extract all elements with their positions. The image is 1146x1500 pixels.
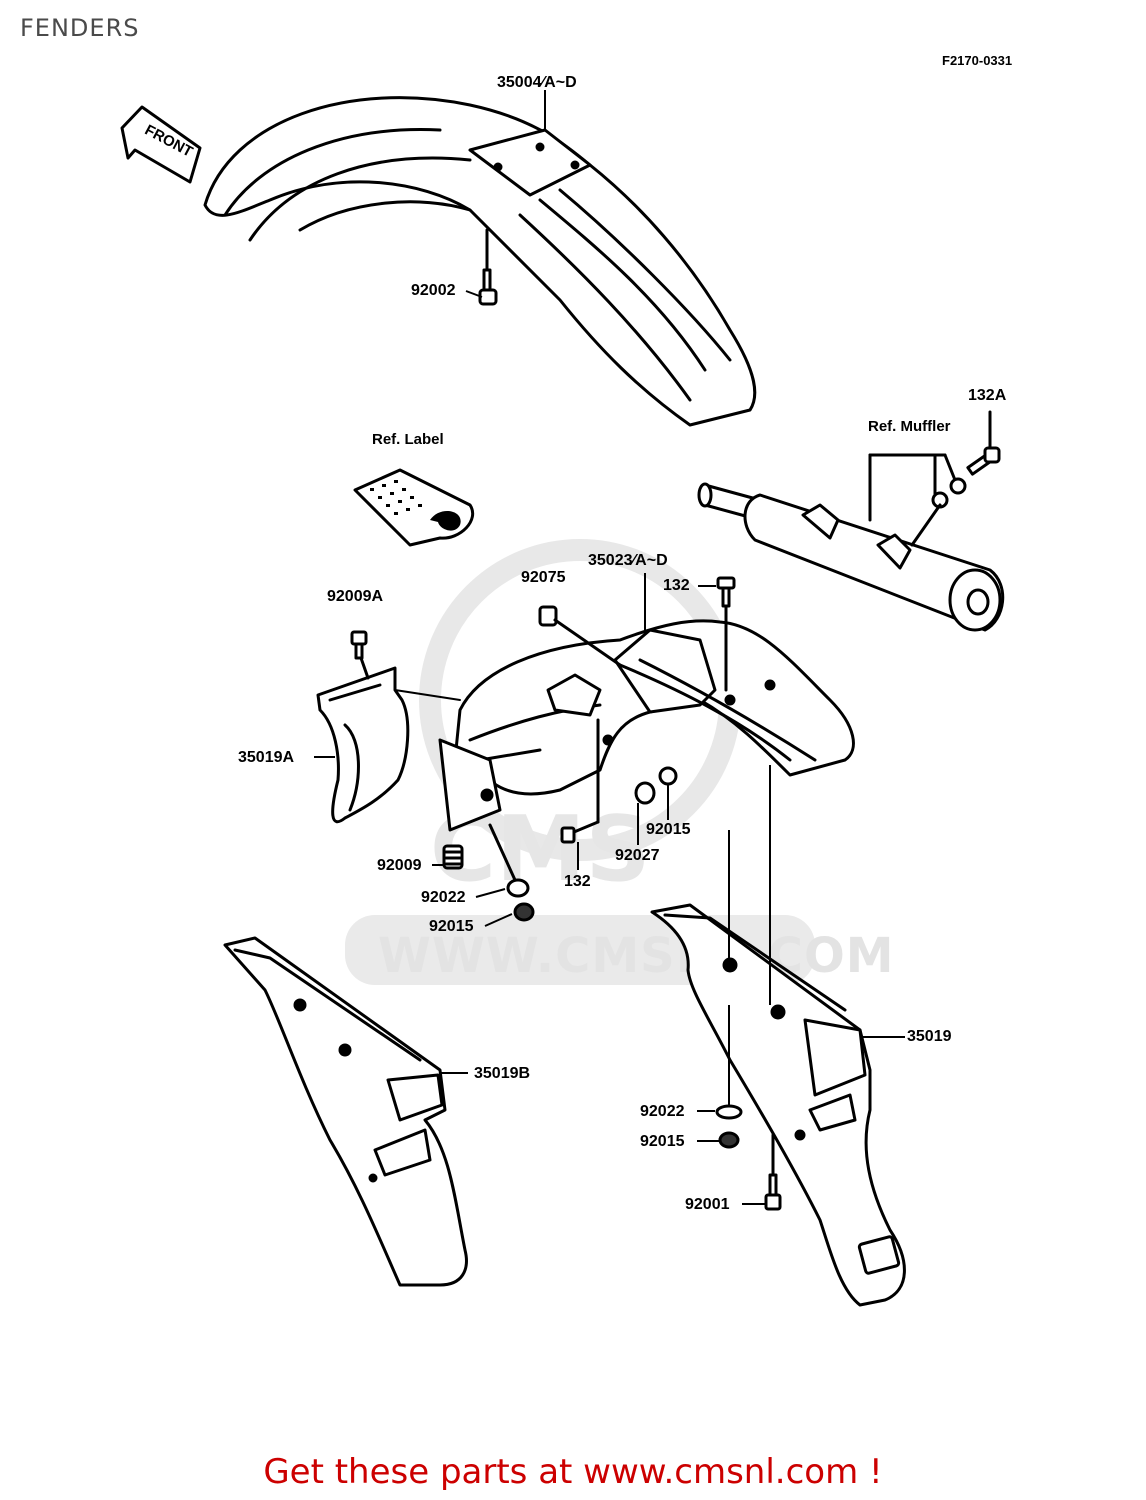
top-bolt-icon xyxy=(716,576,736,692)
rear-flap-left xyxy=(223,936,468,1287)
part-label-35023: 35023⁄A~D xyxy=(588,552,668,569)
nut-mid-icon xyxy=(658,766,678,786)
spring-nut-icon xyxy=(442,844,464,870)
part-label-35019A: 35019A xyxy=(238,749,295,766)
grommet-icon xyxy=(538,605,622,667)
front-fender-bolt-icon xyxy=(478,228,498,306)
page-title: FENDERS xyxy=(20,14,140,42)
part-label-92009: 92009 xyxy=(377,857,422,874)
part-label-92001: 92001 xyxy=(685,1196,730,1213)
watermark-text: WWW.CMSNL.COM xyxy=(378,928,895,984)
muffler xyxy=(697,453,1005,632)
screw-icon xyxy=(350,630,370,680)
muffler-bolt-icon xyxy=(966,410,1001,476)
front-fender xyxy=(203,96,757,427)
ref-label-text: Ref. Label xyxy=(372,431,444,448)
mid-bolt-icon xyxy=(560,718,600,844)
part-label-35019B: 35019B xyxy=(474,1065,531,1082)
part-label-92002: 92002 xyxy=(411,282,456,299)
part-label-92015-mid: 92015 xyxy=(646,821,691,838)
part-label-92015-left: 92015 xyxy=(429,918,474,935)
nut-left-icon xyxy=(513,902,535,922)
part-label-92009A: 92009A xyxy=(327,588,384,605)
ref-muffler-text: Ref. Muffler xyxy=(868,418,951,435)
part-label-132A: 132A xyxy=(968,387,1007,404)
rear-flap-right xyxy=(650,903,906,1307)
diagram-code: F2170-0331 xyxy=(942,53,1013,68)
part-label-35019: 35019 xyxy=(907,1028,952,1045)
washer-right-icon xyxy=(715,1104,743,1120)
part-label-92027: 92027 xyxy=(615,847,660,864)
nut-right-icon xyxy=(718,1131,740,1149)
footer-cta-link[interactable]: Get these parts at www.cmsnl.com ! xyxy=(263,1452,883,1492)
ref-label-sticker xyxy=(353,468,475,547)
part-label-92022-left: 92022 xyxy=(421,889,466,906)
part-label-92015-right: 92015 xyxy=(640,1133,685,1150)
front-arrow-icon: FRONT xyxy=(120,105,202,184)
part-label-92022-right: 92022 xyxy=(640,1103,685,1120)
washer-left-icon xyxy=(488,823,530,898)
rear-fender xyxy=(438,619,855,832)
part-label-92075: 92075 xyxy=(521,569,566,586)
part-label-132-top: 132 xyxy=(663,577,690,594)
part-label-35004: 35004⁄A~D xyxy=(497,74,577,91)
part-label-132-mid: 132 xyxy=(564,873,591,890)
collar-icon xyxy=(634,781,656,805)
bottom-bolt-icon xyxy=(764,1133,782,1211)
mud-flap-left xyxy=(316,666,410,824)
